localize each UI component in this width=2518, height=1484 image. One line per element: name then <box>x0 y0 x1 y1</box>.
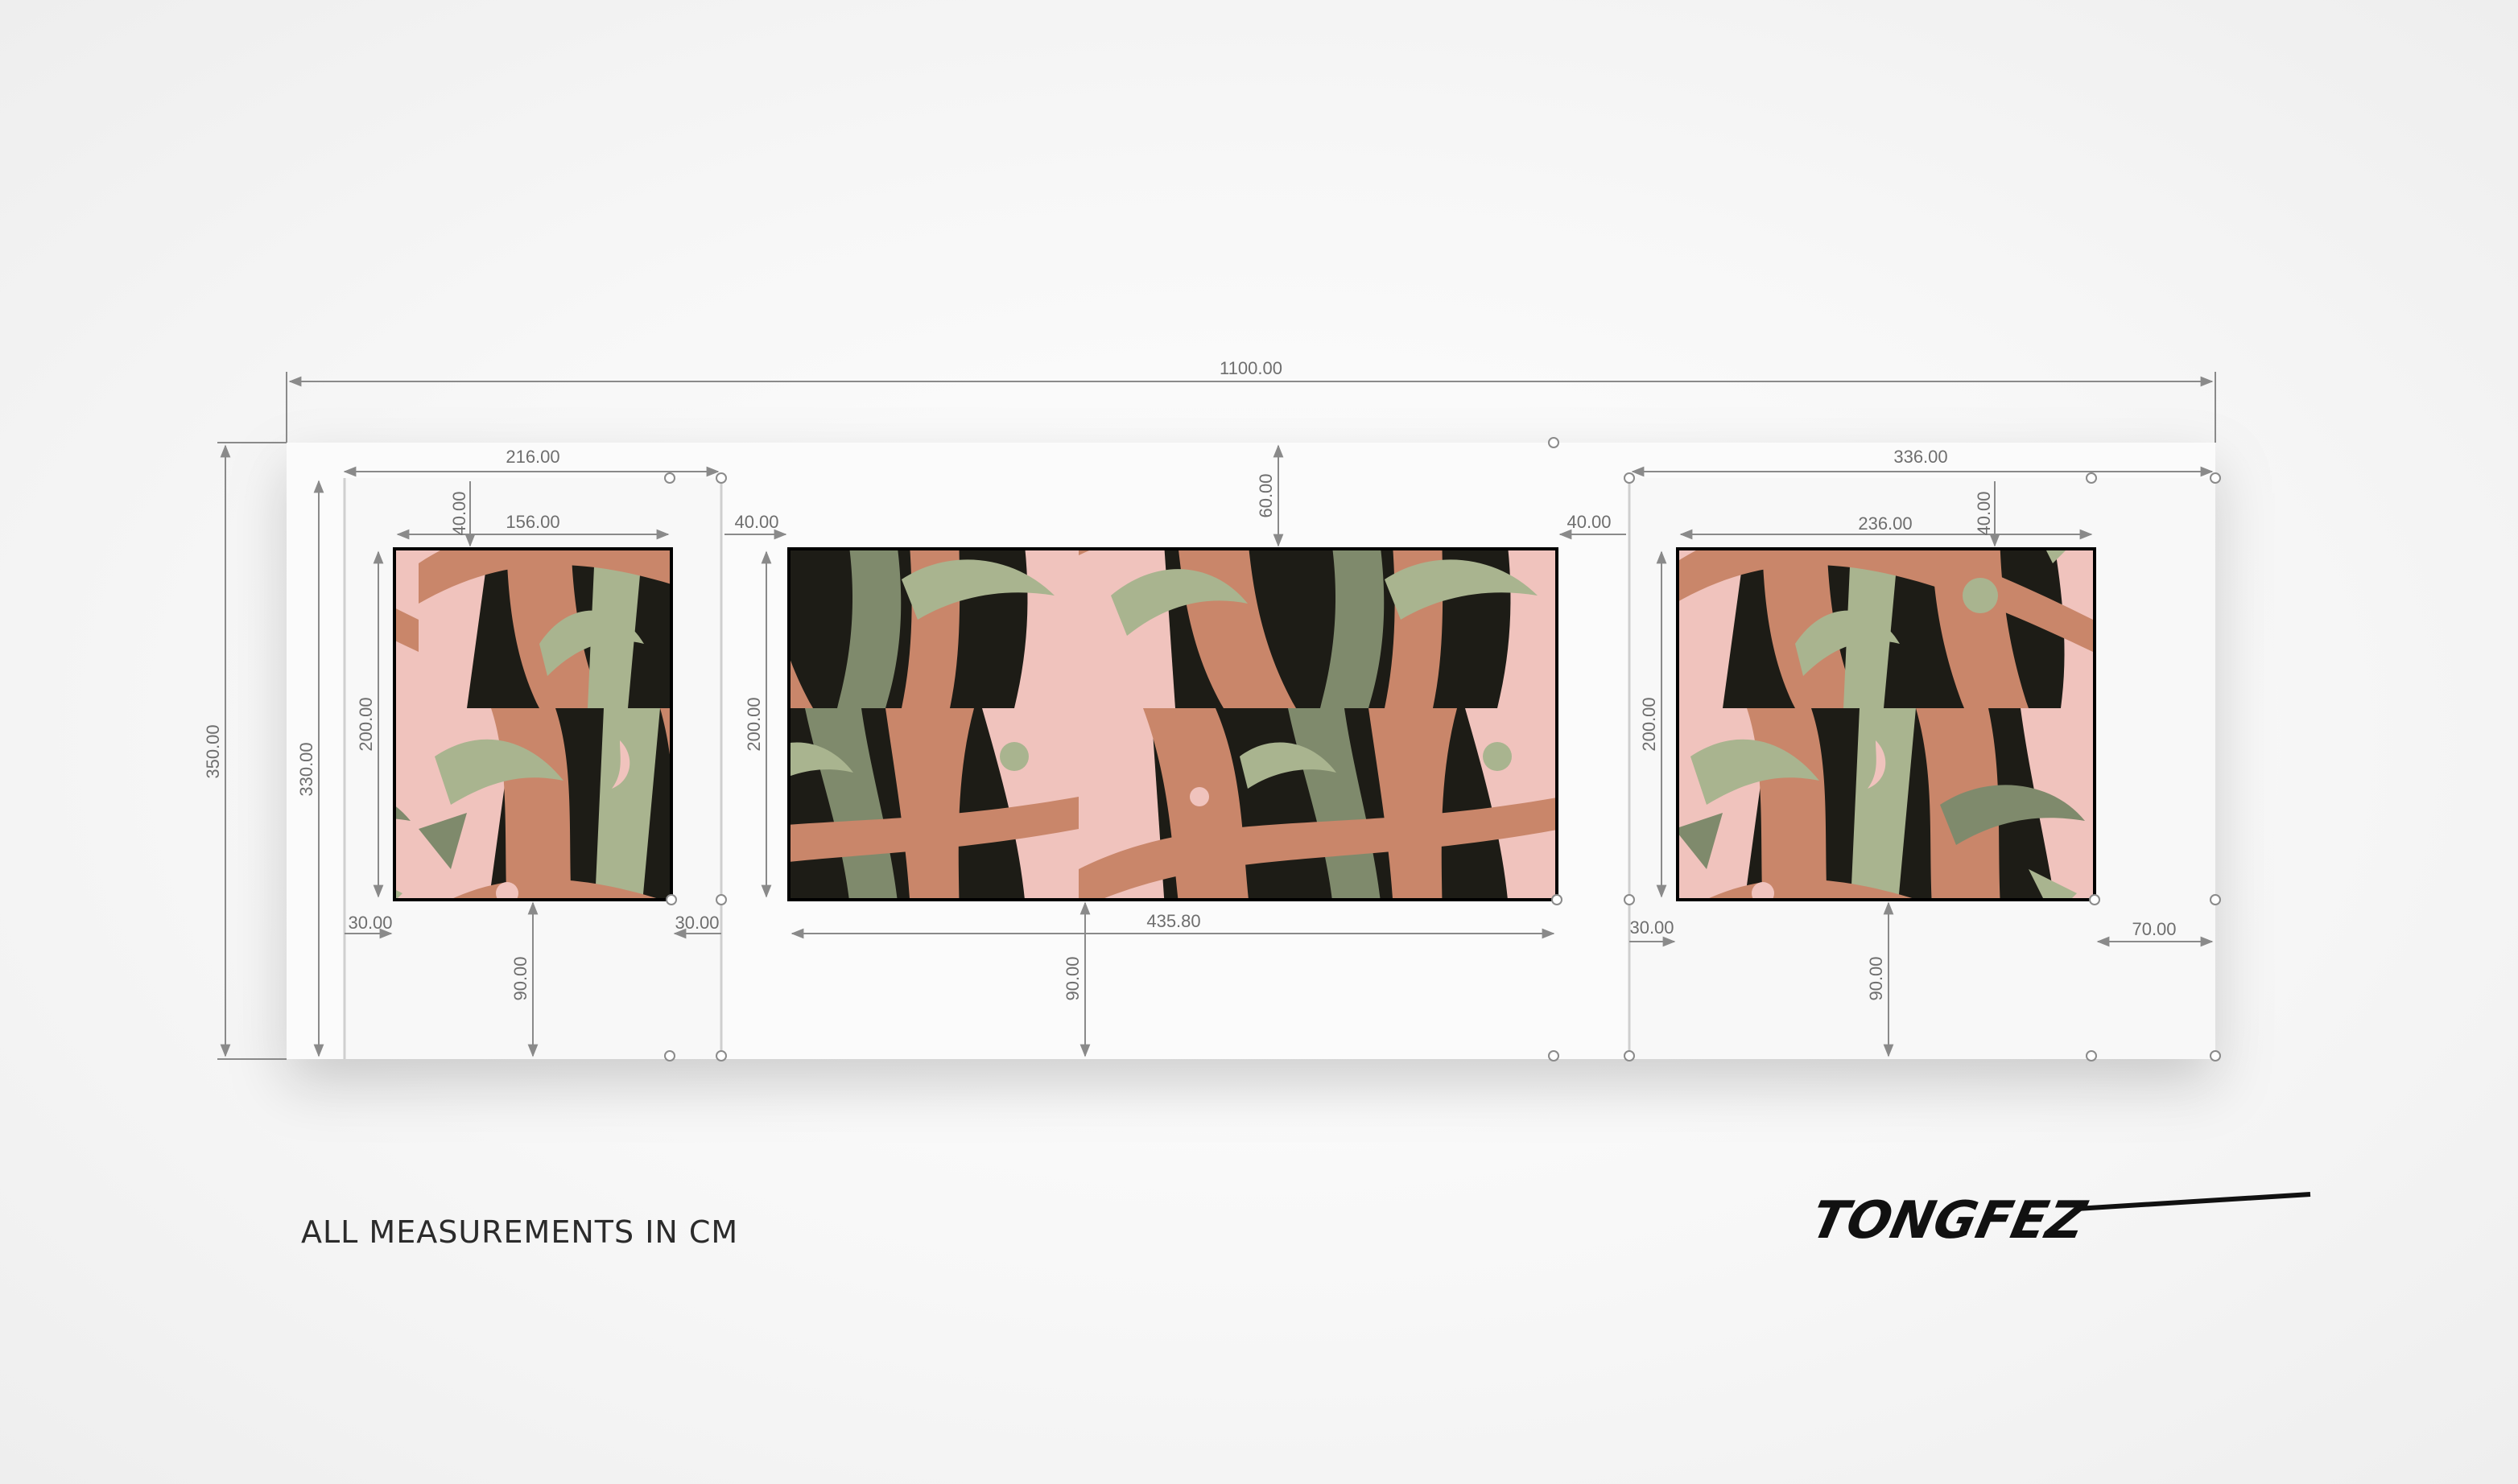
label-right-margin-right: 70.00 <box>2132 919 2176 939</box>
label-total-width: 1100.00 <box>1220 358 1282 378</box>
measurement-note: ALL MEASUREMENTS IN CM <box>301 1214 738 1250</box>
label-left-margin-right: 30.00 <box>675 913 719 933</box>
label-right-art-height: 200.00 <box>1639 697 1659 751</box>
label-right-art-width: 236.00 <box>1858 513 1912 534</box>
dimension-lines <box>217 372 2221 1061</box>
label-left-art-width: 156.00 <box>506 512 559 532</box>
label-left-art-height: 200.00 <box>356 697 376 751</box>
label-right-margin-left: 30.00 <box>1629 917 1674 938</box>
label-total-height: 350.00 <box>203 724 223 778</box>
label-right-panel-width: 336.00 <box>1893 447 1947 467</box>
center-artwork <box>787 547 1558 901</box>
label-center-margin-right: 40.00 <box>1567 512 1611 532</box>
label-center-art-height: 200.00 <box>744 697 764 751</box>
label-center-bottom-margin: 90.00 <box>1063 956 1083 1000</box>
label-left-panel-height: 330.00 <box>296 742 316 796</box>
signature-logo: TONGFEZ <box>1806 1191 2092 1251</box>
label-right-top-margin: 40.00 <box>1974 491 1994 535</box>
label-left-panel-width: 216.00 <box>506 447 559 467</box>
label-left-bottom-margin: 90.00 <box>510 956 530 1000</box>
label-center-art-width: 435.80 <box>1146 911 1200 931</box>
artist-signature: TONGFEZ <box>1806 1191 2311 1251</box>
label-center-margin-left: 40.00 <box>734 512 778 532</box>
artworks <box>393 547 2096 901</box>
right-artwork <box>1676 547 2096 901</box>
signature-underline <box>2076 1192 2311 1211</box>
reference-nodes <box>664 437 2221 1061</box>
label-center-top-margin: 60.00 <box>1256 473 1276 517</box>
dimension-labels: 1100.00 350.00 330.00 216.00 156.00 40.0… <box>203 358 2177 1001</box>
label-right-bottom-margin: 90.00 <box>1866 956 1886 1000</box>
label-left-top-margin: 40.00 <box>449 491 469 535</box>
left-artwork <box>393 547 673 901</box>
label-left-margin-left: 30.00 <box>348 913 392 933</box>
